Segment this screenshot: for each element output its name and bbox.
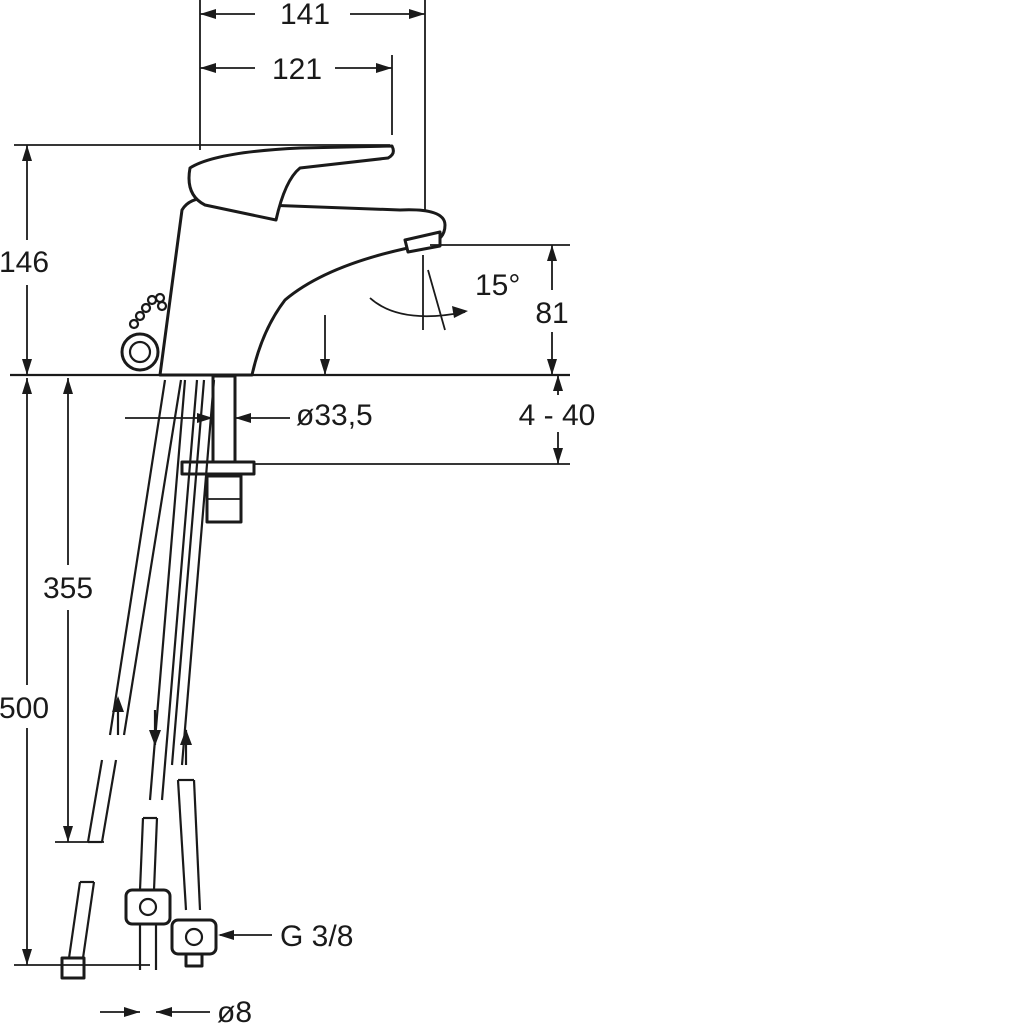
- dim-label-355: 355: [43, 572, 93, 605]
- dim-label-15deg: 15°: [475, 269, 520, 302]
- dim-hose-long: 500: [0, 378, 150, 966]
- dim-connection-thread: G 3/8: [218, 920, 353, 953]
- dim-spout-height: 81: [320, 244, 570, 375]
- dim-width-total: 141: [199, 0, 426, 210]
- dim-label-diameter-base: ø33,5: [296, 399, 373, 432]
- dim-deck-thickness: 4 - 40: [254, 375, 596, 465]
- dim-hose-short: 355: [43, 378, 104, 843]
- faucet-body: [158, 144, 447, 377]
- dim-label-4-40: 4 - 40: [519, 399, 596, 432]
- dim-label-diameter-pipe: ø8: [217, 996, 252, 1024]
- dim-pipe-diameter: ø8: [100, 996, 252, 1024]
- dim-label-500: 500: [0, 692, 49, 725]
- dim-label-g38: G 3/8: [280, 920, 353, 953]
- dim-label-146: 146: [0, 246, 49, 279]
- dim-swivel-angle: 15°: [369, 255, 520, 331]
- dim-label-81: 81: [535, 297, 568, 330]
- dim-label-141: 141: [280, 0, 330, 31]
- base-assembly: [10, 373, 570, 524]
- drain-chain: [120, 292, 168, 372]
- dim-height-total: 146: [0, 144, 390, 375]
- dim-label-121: 121: [272, 53, 322, 86]
- dim-width-spout: 121: [200, 53, 393, 135]
- dim-base-diameter: ø33,5: [125, 399, 373, 432]
